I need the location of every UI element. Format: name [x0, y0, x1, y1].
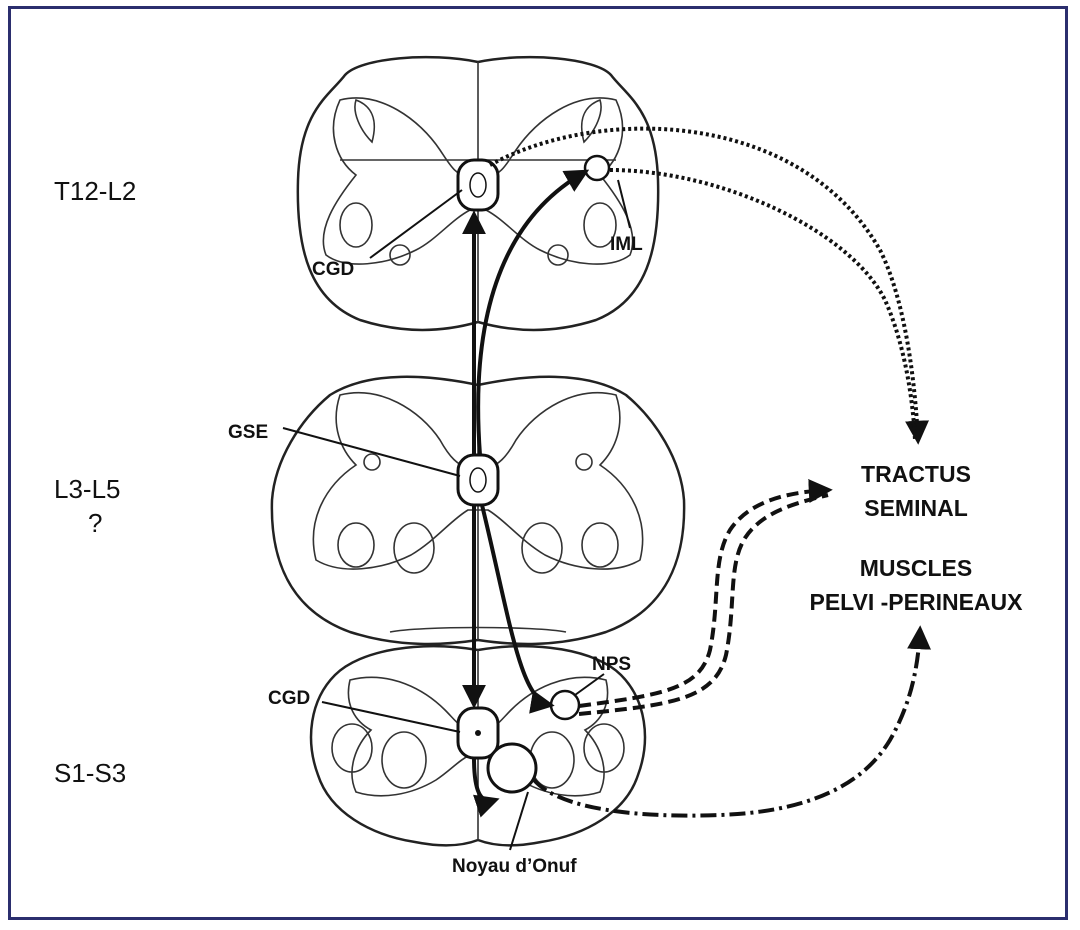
nucleus-gse: [458, 455, 498, 505]
pathway-iml-to-tractus: [610, 170, 915, 440]
label-nps: NPS: [592, 654, 631, 675]
leader-gse: [283, 428, 460, 476]
label-cgd-top: CGD: [312, 259, 354, 280]
leader-cgd-top: [370, 190, 462, 258]
label-onuf: Noyau d’Onuf: [452, 856, 577, 877]
pathway-nps-to-tractus-b: [579, 495, 828, 714]
nucleus-cgd-bottom: [458, 708, 498, 758]
pathway-gse-to-nps: [482, 505, 550, 705]
level-label-l3-l5: L3-L5: [54, 474, 121, 504]
label-cgd-bottom: CGD: [268, 688, 310, 709]
label-iml: IML: [610, 234, 643, 255]
nucleus-onuf: [488, 744, 536, 792]
label-gse: GSE: [228, 422, 268, 443]
level-label-t12-l2: T12-L2: [54, 176, 136, 206]
leader-onuf: [510, 792, 528, 850]
nucleus-nps: [551, 691, 579, 719]
level-label-question: ?: [88, 508, 102, 538]
nucleus-cgd-top: [458, 160, 498, 210]
target-muscles-line1: MUSCLES: [860, 555, 972, 581]
pathway-cgd-top-to-tractus: [490, 129, 918, 440]
target-muscles-line2: PELVI -PERINEAUX: [810, 589, 1024, 615]
target-tractus-line2: SEMINAL: [864, 495, 968, 521]
level-label-s1-s3: S1-S3: [54, 758, 126, 788]
nucleus-iml: [585, 156, 609, 180]
target-tractus-line1: TRACTUS: [861, 461, 971, 487]
